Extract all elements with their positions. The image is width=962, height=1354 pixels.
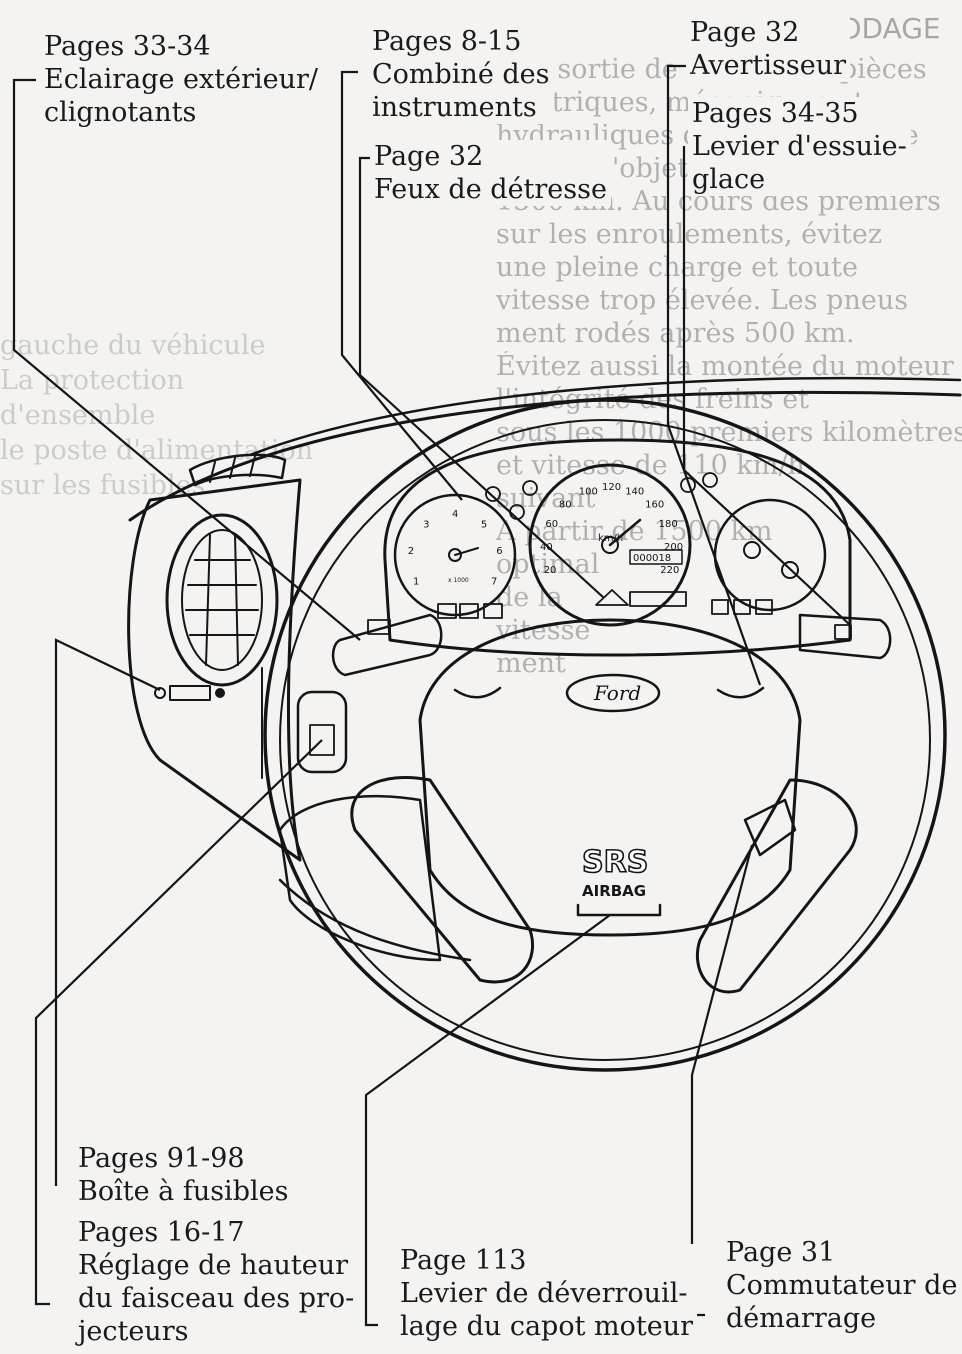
speedometer bbox=[528, 463, 692, 627]
tacho-tick-label: 5 bbox=[481, 520, 487, 531]
callout-lights-line-2: clignotants bbox=[44, 97, 197, 128]
callout-bonnet-line-2: lage du capot moteur bbox=[400, 1311, 694, 1342]
leader-ignition bbox=[690, 844, 754, 1317]
tacho-tick-label: 2 bbox=[408, 546, 414, 557]
speed-tick-label: 20 bbox=[544, 565, 557, 576]
tacho-tick-label: 4 bbox=[452, 509, 458, 520]
leader-bonnet bbox=[364, 914, 611, 1327]
speed-tick-label: 180 bbox=[659, 519, 678, 530]
leader-headlamp bbox=[34, 739, 323, 1306]
light-stalk bbox=[331, 613, 443, 677]
tachometer bbox=[393, 493, 517, 617]
callout-horn: Page 32 Avertisseur bbox=[686, 16, 851, 82]
callout-cluster-line-1: Combiné des bbox=[372, 59, 550, 90]
callout-bonnet-pages: Page 113 bbox=[400, 1245, 527, 1276]
tacho-tick-label: 3 bbox=[423, 520, 429, 531]
callout-fuses-pages: Pages 91-98 bbox=[78, 1143, 245, 1174]
callout-horn-line-1: Avertisseur bbox=[690, 50, 847, 81]
speed-tick-label: 100 bbox=[579, 487, 598, 498]
callout-ignition-pages: Page 31 bbox=[726, 1237, 836, 1268]
leader-cluster bbox=[340, 70, 463, 501]
dashboard-lower bbox=[278, 878, 472, 962]
callout-lights-pages: Pages 33-34 bbox=[44, 31, 211, 62]
callout-bonnet: Page 113 Levier de déverrouil- lage du c… bbox=[396, 1244, 698, 1343]
callout-hazard-pages: Page 32 bbox=[374, 141, 484, 172]
left-dash-end bbox=[127, 478, 302, 862]
callout-ignition: Page 31 Commutateur de démarrage bbox=[722, 1236, 962, 1335]
left-vent bbox=[165, 513, 279, 687]
airbag-tab bbox=[576, 903, 662, 917]
tacho-tick-label: 1 bbox=[413, 577, 419, 588]
ignition-switch bbox=[743, 798, 797, 857]
leader-lines bbox=[12, 64, 851, 1327]
speed-tick-label: 140 bbox=[625, 487, 644, 498]
callout-wiper-line-2: glace bbox=[692, 164, 766, 195]
lower-switch-strip bbox=[437, 589, 773, 619]
speed-tick-label: 80 bbox=[559, 499, 572, 510]
callout-fuses-line-1: Boîte à fusibles bbox=[78, 1176, 289, 1207]
knee-panel bbox=[278, 795, 442, 962]
speed-unit-label: km/h bbox=[598, 533, 623, 544]
cluster-hood bbox=[383, 438, 852, 657]
steering-wheel-rim bbox=[263, 398, 947, 1072]
headlamp-level-switch bbox=[296, 690, 348, 774]
leader-fuses bbox=[54, 638, 161, 1186]
callout-cluster-pages: Pages 8-15 bbox=[372, 26, 522, 57]
callout-lights: Pages 33-34 Eclairage extérieur/ clignot… bbox=[40, 30, 322, 129]
leader-wiper bbox=[682, 146, 851, 626]
callout-wiper-pages: Pages 34-35 bbox=[692, 98, 859, 129]
callout-bonnet-line-1: Levier de déverrouil- bbox=[400, 1278, 688, 1309]
callout-horn-pages: Page 32 bbox=[690, 17, 800, 48]
leader-lights bbox=[12, 78, 361, 641]
right-gauge-cluster bbox=[713, 498, 827, 612]
speed-tick-label: 120 bbox=[602, 482, 621, 493]
callout-headlamp-level: Pages 16-17 Réglage de hauteur du faisce… bbox=[74, 1216, 359, 1348]
speed-tick-label: 160 bbox=[645, 499, 664, 510]
callout-headlamp-line-2: du faisceau des pro- bbox=[78, 1283, 355, 1314]
fuse-box-controls bbox=[154, 685, 225, 701]
ford-oval bbox=[565, 673, 661, 713]
wiper-stalk bbox=[798, 613, 892, 660]
callout-wiper-line-1: Levier d'essuie- bbox=[692, 131, 907, 162]
dashboard-top-inner bbox=[248, 376, 962, 457]
speed-tick-label: 60 bbox=[545, 519, 558, 530]
tacho-tick-label: 7 bbox=[491, 577, 497, 588]
ford-logo: Ford bbox=[593, 681, 641, 705]
callout-lights-line-1: Eclairage extérieur/ bbox=[44, 64, 318, 95]
dash-top-vent bbox=[188, 453, 287, 487]
spoke-left bbox=[350, 775, 535, 984]
callout-headlamp-line-1: Réglage de hauteur bbox=[78, 1250, 349, 1281]
airbag-label: AIRBAG bbox=[582, 882, 646, 900]
odometer-readout: 000018 bbox=[633, 553, 671, 564]
callout-ignition-line-1: Commutateur de bbox=[726, 1270, 958, 1301]
callout-hazard-line-1: Feux de détresse bbox=[374, 174, 607, 205]
horn-pad-right bbox=[716, 686, 765, 699]
tacho-tick-label: 6 bbox=[496, 546, 502, 557]
callout-ignition-line-2: démarrage bbox=[726, 1303, 877, 1334]
callout-fuses: Pages 91-98 Boîte à fusibles bbox=[74, 1142, 293, 1208]
speed-tick-label: 220 bbox=[660, 565, 679, 576]
spoke-right bbox=[695, 778, 858, 994]
callout-hazard: Page 32 Feux de détresse bbox=[370, 140, 611, 206]
callout-cluster-line-2: instruments bbox=[372, 92, 537, 123]
leader-hazard bbox=[358, 156, 605, 599]
srs-label: SRS bbox=[582, 845, 648, 880]
callout-headlamp-pages: Pages 16-17 bbox=[78, 1217, 245, 1248]
tacho-unit-label: x 1000 bbox=[448, 577, 469, 584]
steering-wheel-rim-inner bbox=[279, 419, 931, 1061]
tacho-tick-labels: 1 2 3 4 5 6 7 bbox=[408, 509, 503, 588]
speed-tick-label: 200 bbox=[664, 542, 683, 553]
callout-headlamp-line-3: jecteurs bbox=[78, 1316, 189, 1347]
speed-tick-label: 40 bbox=[540, 542, 553, 553]
callout-cluster: Pages 8-15 Combiné des instruments bbox=[368, 25, 554, 124]
leader-horn bbox=[666, 64, 762, 686]
callout-wiper: Pages 34-35 Levier d'essuie- glace bbox=[688, 97, 911, 196]
horn-pad-left bbox=[453, 686, 502, 699]
